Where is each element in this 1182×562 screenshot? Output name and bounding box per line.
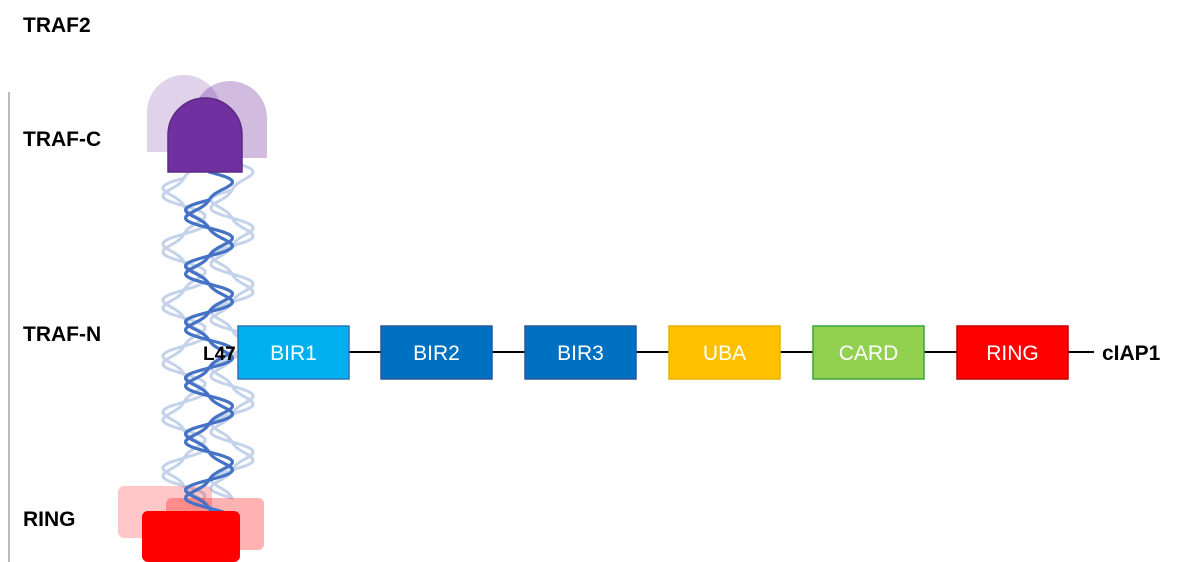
traf-n-label: TRAF-N (23, 323, 101, 346)
card-label: CARD (839, 342, 899, 365)
bir1-box (237, 325, 350, 380)
main-helix-strand-b (183, 198, 235, 514)
ring-label: RING (23, 508, 76, 531)
traf-c-label: TRAF-C (23, 128, 101, 151)
ciap1-domain-bir1: BIR1 (237, 325, 350, 380)
bir3-box (524, 325, 637, 380)
ciap1-domain-uba: UBA (668, 325, 781, 380)
uba-box (668, 325, 781, 380)
bir3-label: BIR3 (557, 342, 604, 365)
ciap1-domain-ring: RING (956, 325, 1069, 380)
ciap1-ring-label: RING (986, 342, 1039, 365)
main-helix-strand-a (183, 170, 235, 514)
traf-c-domain-cap (167, 97, 243, 173)
traf2-title: TRAF2 (23, 14, 91, 37)
uba-label: UBA (703, 342, 746, 365)
l47-residue-label: L47 (203, 344, 236, 365)
ciap1-label: cIAP1 (1102, 342, 1161, 365)
ciap1-ring-box (956, 325, 1069, 380)
bir2-label: BIR2 (413, 342, 460, 365)
main-helix-group (183, 170, 235, 514)
card-box (812, 325, 925, 380)
bir1-label: BIR1 (270, 342, 317, 365)
bir2-box (380, 325, 493, 380)
faded-helix-strand-a (161, 148, 207, 502)
ciap1-domain-bir2: BIR2 (380, 325, 493, 380)
ciap1-domain-bir3: BIR3 (524, 325, 637, 380)
ciap1-domain-card: CARD (812, 325, 925, 380)
traf2-ring-domain-box (142, 511, 240, 562)
